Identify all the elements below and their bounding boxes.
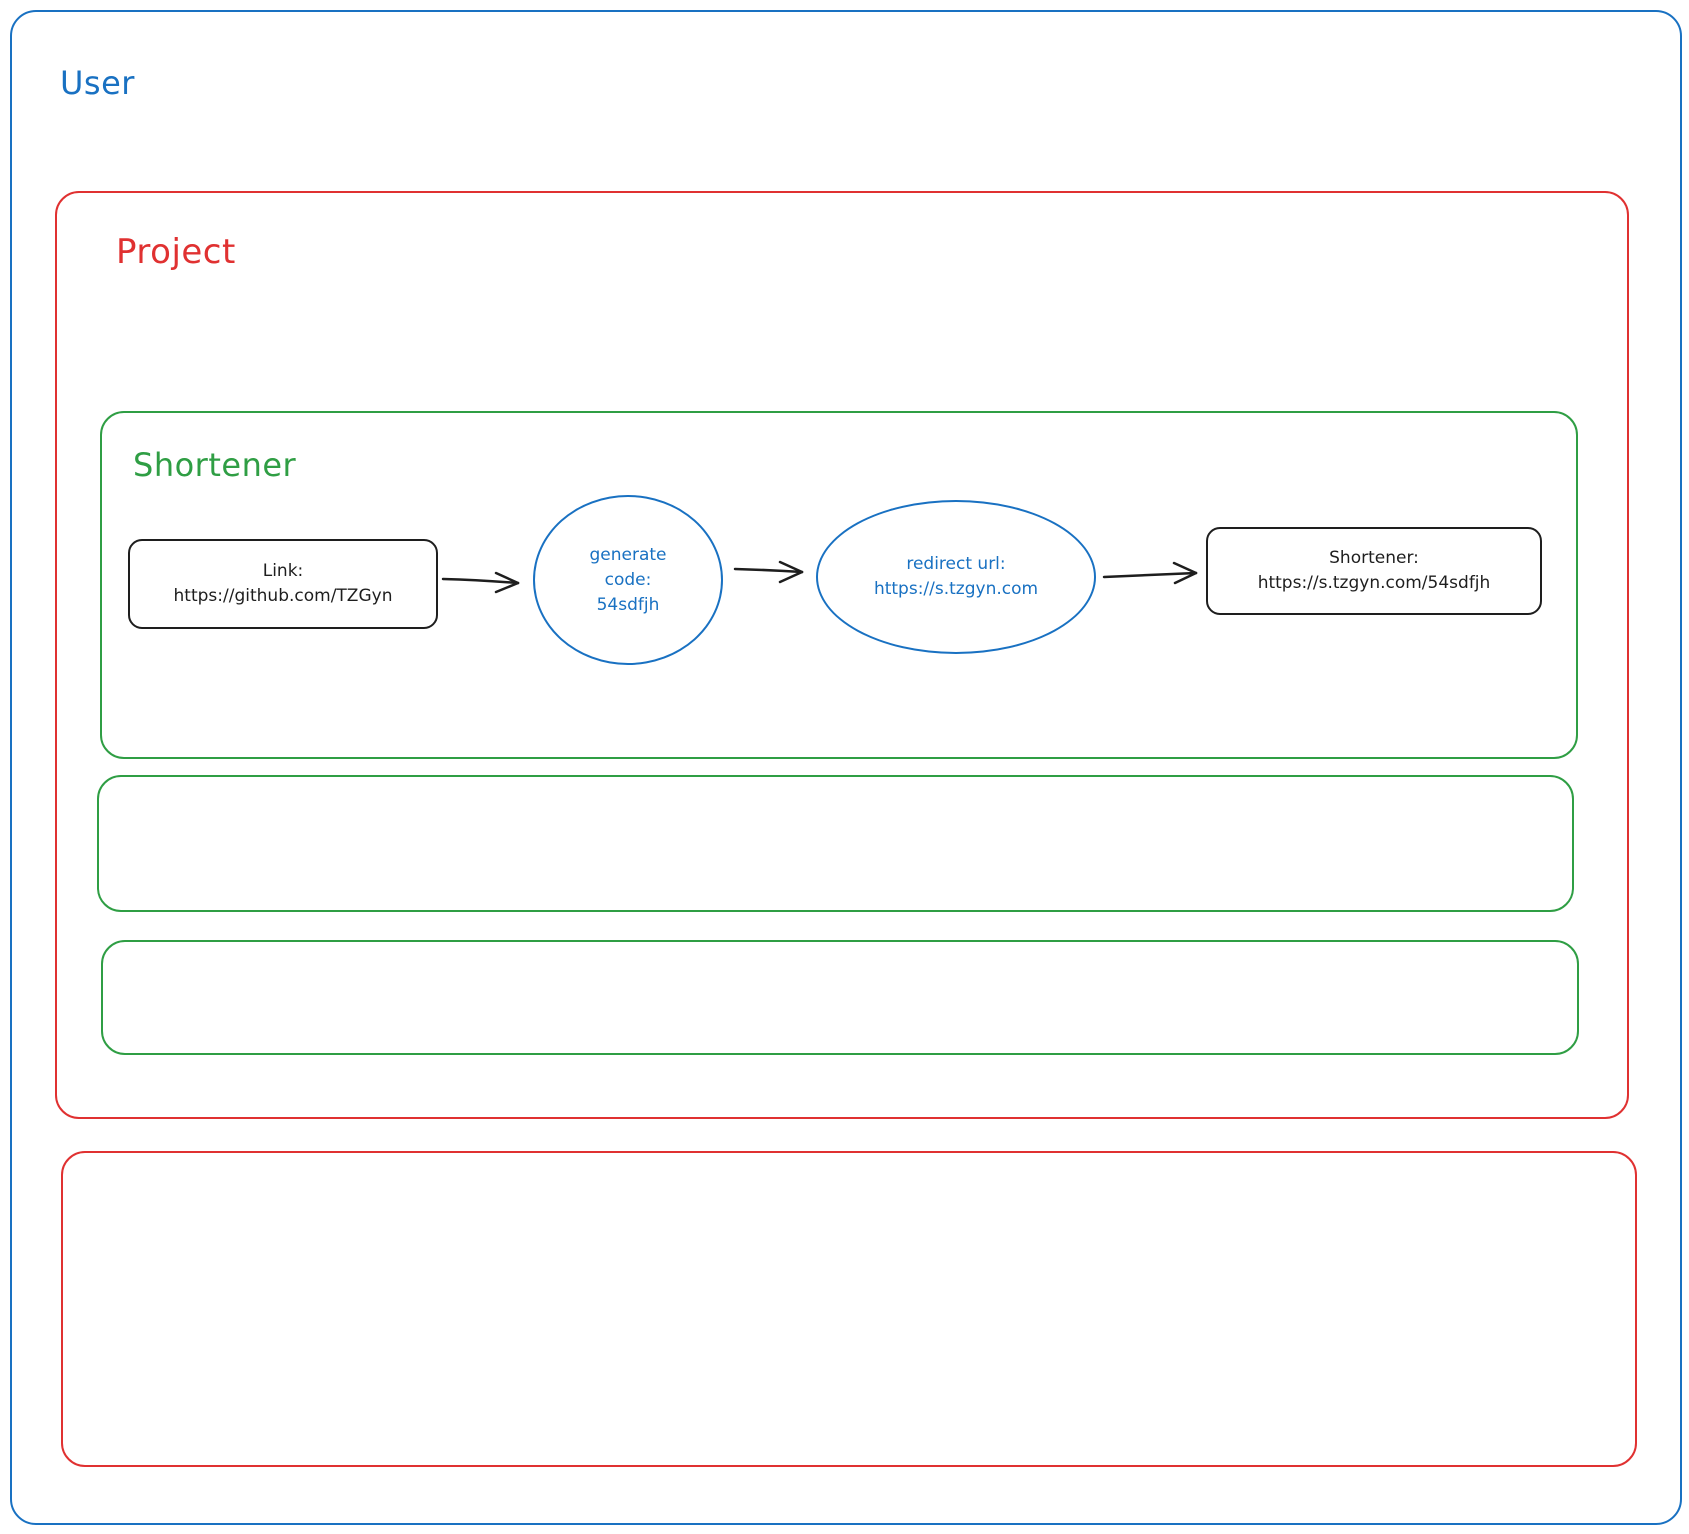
shortened-link-node: Shortener: https://s.tzgyn.com/54sdfjh bbox=[1206, 527, 1542, 615]
node-label: redirect url: bbox=[906, 554, 1006, 574]
shortener-frame bbox=[100, 411, 1578, 759]
user-frame-title: User bbox=[60, 64, 135, 102]
node-value: https://s.tzgyn.com bbox=[873, 579, 1039, 599]
project-frame-title: Project bbox=[116, 232, 236, 272]
node-label: Link: bbox=[262, 561, 304, 581]
redirect-url-node: redirect url: https://s.tzgyn.com bbox=[816, 500, 1096, 654]
node-value: https://github.com/TZGyn bbox=[173, 586, 393, 606]
empty-service-frame bbox=[101, 940, 1579, 1055]
secondary-project-frame bbox=[61, 1151, 1637, 1467]
node-value: https://s.tzgyn.com/54sdfjh bbox=[1257, 573, 1491, 593]
node-label: code: bbox=[604, 569, 652, 590]
input-link-node: Link: https://github.com/TZGyn bbox=[128, 539, 438, 629]
node-value: 54sdfjh bbox=[596, 594, 660, 615]
shortener-frame-title: Shortener bbox=[133, 446, 297, 484]
project-frame bbox=[55, 191, 1629, 1119]
node-label: Shortener: bbox=[1329, 548, 1419, 568]
generate-code-node: generate code: 54sdfjh bbox=[533, 495, 723, 665]
empty-service-frame bbox=[97, 775, 1574, 912]
user-frame bbox=[10, 10, 1682, 1525]
node-label: generate bbox=[589, 544, 667, 565]
